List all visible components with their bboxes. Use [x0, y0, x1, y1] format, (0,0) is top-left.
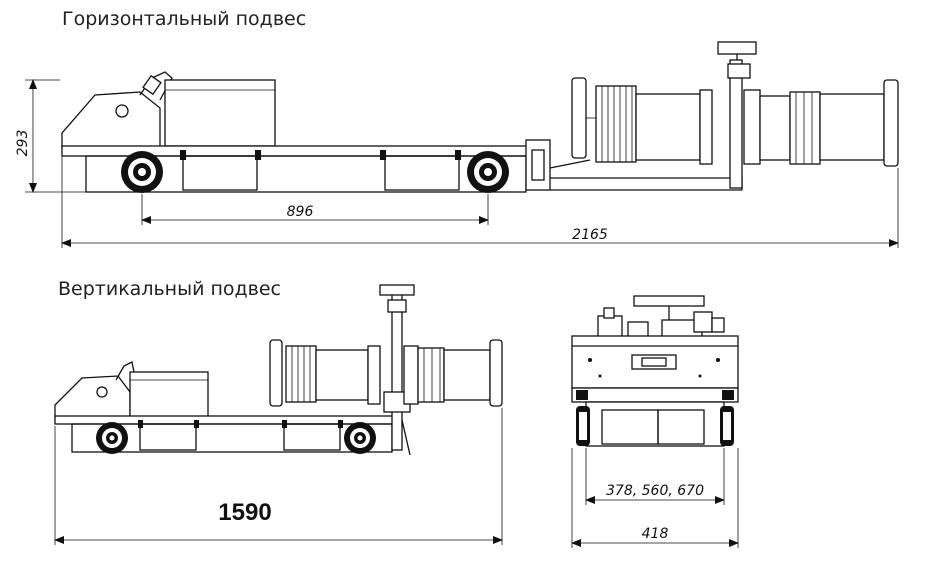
caption-horizontal-suspension: Горизонтальный подвес: [62, 8, 307, 30]
dimension-height: 293: [15, 79, 86, 193]
wheel-rear: [467, 151, 509, 193]
wheel-front-vertical: [96, 422, 128, 454]
front-view: [571, 295, 739, 447]
label-total-width: 418: [642, 526, 669, 542]
label-total-length-horizontal: 2165: [572, 227, 608, 243]
label-inner-widths: 378, 560, 670: [606, 483, 704, 499]
wheel-front: [121, 151, 163, 193]
wheel-rear-vertical: [344, 422, 376, 454]
dimension-total-width: 418: [571, 448, 739, 548]
dimension-wheelbase: 896: [141, 194, 489, 225]
label-wheelbase: 896: [287, 204, 314, 220]
dimension-total-length-horizontal: 2165: [61, 150, 899, 248]
caption-vertical-suspension: Вертикальный подвес: [58, 278, 281, 300]
dimension-total-length-vertical: 1590: [54, 408, 503, 545]
label-height: 293: [15, 130, 31, 157]
label-total-length-vertical: 1590: [218, 499, 271, 526]
dimension-inner-widths: 378, 560, 670: [585, 448, 725, 505]
horizontal-suspension-view: [61, 41, 899, 193]
vertical-suspension-view: [54, 284, 503, 456]
